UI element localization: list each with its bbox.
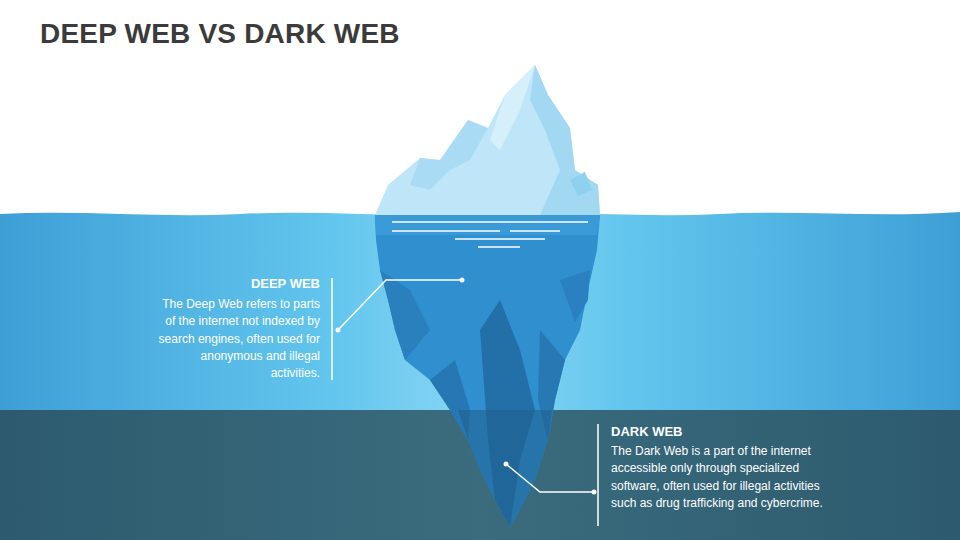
waterline-marks [392, 222, 588, 247]
iceberg-shade [410, 120, 488, 190]
iceberg-body [375, 215, 600, 527]
leader-dot [592, 490, 597, 495]
section-description: The Deep Web refers to parts of the inte… [158, 296, 320, 382]
leader-line [506, 424, 598, 526]
leader-dot [460, 278, 465, 283]
iceberg-facet [375, 215, 600, 235]
iceberg-shade [490, 65, 535, 150]
leader-dot [504, 462, 509, 467]
iceberg-deep [458, 410, 552, 527]
iceberg-facet [380, 270, 430, 360]
title: DEEP WEB VS DARK WEB [40, 18, 400, 50]
iceberg-facet [560, 270, 590, 322]
section-heading: DEEP WEB [120, 276, 320, 291]
deep-water [0, 410, 960, 540]
iceberg-shade [530, 65, 600, 215]
leader-line [332, 278, 462, 380]
iceberg-tip [375, 65, 600, 215]
section-heading: DARK WEB [611, 424, 811, 439]
leader-dot [336, 328, 341, 333]
section-description: The Dark Web is a part of the internet a… [611, 443, 825, 512]
iceberg-shade [570, 172, 592, 196]
